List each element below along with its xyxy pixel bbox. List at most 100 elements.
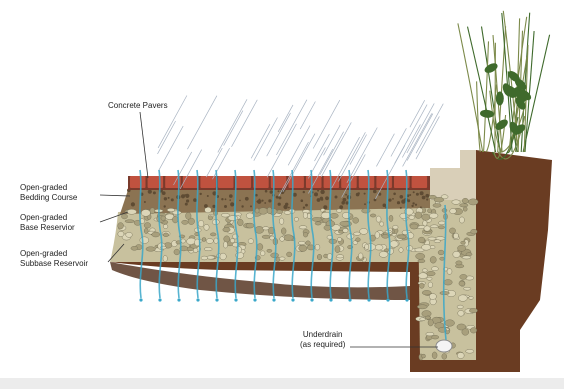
water-drop <box>177 298 180 301</box>
bedding-leader-line <box>100 195 130 196</box>
stone <box>379 251 388 257</box>
water-drop <box>367 298 370 301</box>
stone <box>330 213 338 218</box>
bedding-grain <box>314 192 318 196</box>
bedding-grain <box>278 190 280 192</box>
stone <box>118 231 124 236</box>
bedding-grain <box>323 205 327 209</box>
stone <box>306 241 311 245</box>
bedding-grain <box>221 198 223 200</box>
bedding-grain <box>392 198 394 200</box>
bedding-grain <box>415 204 417 206</box>
bedding-grain <box>345 201 348 204</box>
stone <box>430 246 435 249</box>
stone <box>439 221 446 225</box>
stone <box>462 198 468 203</box>
stone <box>280 237 285 242</box>
stone <box>223 242 227 249</box>
stone <box>224 236 230 242</box>
stone <box>257 244 263 251</box>
bedding-grain <box>261 200 263 202</box>
rain-streak <box>267 124 296 178</box>
stone <box>434 197 444 202</box>
bedding-grain <box>255 194 258 197</box>
rain-streak <box>224 111 243 146</box>
subbase-reservoir-label: Open-graded Subbase Reservoir <box>20 249 88 269</box>
stone <box>267 207 272 213</box>
stone <box>456 261 462 265</box>
stone <box>208 216 213 220</box>
rain-streak <box>278 105 293 132</box>
stone <box>447 269 452 275</box>
water-drop <box>234 298 237 301</box>
stone <box>144 223 151 229</box>
stone <box>466 253 472 256</box>
stone <box>460 204 468 207</box>
stone <box>201 256 208 260</box>
bedding-grain <box>224 205 227 208</box>
bedding-grain <box>400 195 404 199</box>
rain-streak <box>407 114 433 161</box>
rain-streak <box>376 134 394 167</box>
stone <box>126 232 133 237</box>
stone <box>434 240 441 243</box>
paver-block <box>412 176 428 188</box>
rain-streak <box>320 132 344 175</box>
leaf <box>496 91 504 105</box>
rain-streak <box>187 96 217 150</box>
stone <box>260 251 265 256</box>
bedding-grain <box>164 197 167 200</box>
stone <box>397 235 406 239</box>
stone <box>131 246 138 250</box>
subbase-label-line-1: Open-graded <box>20 249 88 259</box>
stone <box>433 204 441 208</box>
stone <box>122 214 128 219</box>
bedding-grain <box>425 194 429 198</box>
stone <box>428 237 436 240</box>
stone <box>418 237 425 243</box>
bedding-grain <box>184 194 186 196</box>
bedding-grain <box>270 190 274 194</box>
stone <box>118 223 124 229</box>
stone <box>150 208 155 214</box>
bedding-grain <box>264 202 266 204</box>
water-drop <box>310 298 313 301</box>
water-drop <box>215 298 218 301</box>
concrete-curb <box>430 150 476 200</box>
stone <box>255 208 259 213</box>
stone <box>458 295 467 302</box>
stone <box>428 282 433 288</box>
stone <box>469 308 477 312</box>
bedding-grain <box>265 190 268 193</box>
stone <box>419 283 424 288</box>
rain-streak <box>232 100 258 147</box>
bedding-grain <box>212 205 215 208</box>
water-drop <box>291 298 294 301</box>
bedding-grain <box>320 190 324 194</box>
water-drop <box>158 298 161 301</box>
stone <box>279 218 284 224</box>
stone <box>464 287 471 290</box>
stone <box>337 237 341 241</box>
water-drop <box>253 298 256 301</box>
bedding-grain <box>131 202 135 206</box>
bedding-grain <box>303 191 305 193</box>
stone <box>418 259 425 263</box>
rain-streak <box>251 124 270 158</box>
bedding-grain <box>416 193 419 196</box>
stone <box>337 209 342 212</box>
rain-streak <box>213 148 230 179</box>
stone <box>299 226 307 229</box>
stone <box>453 233 458 239</box>
paver-block <box>236 176 252 188</box>
bedding-label-line-1: Open-graded <box>20 183 77 193</box>
bedding-grain <box>383 204 387 208</box>
rain-streak <box>347 128 377 183</box>
stone <box>220 253 226 260</box>
base-reservoir-label: Open-graded Base Reservior <box>20 213 75 233</box>
bedding-grain <box>241 205 243 207</box>
rain-streak <box>254 118 278 161</box>
stone <box>172 211 181 215</box>
stone <box>393 225 398 229</box>
stone <box>294 217 298 221</box>
